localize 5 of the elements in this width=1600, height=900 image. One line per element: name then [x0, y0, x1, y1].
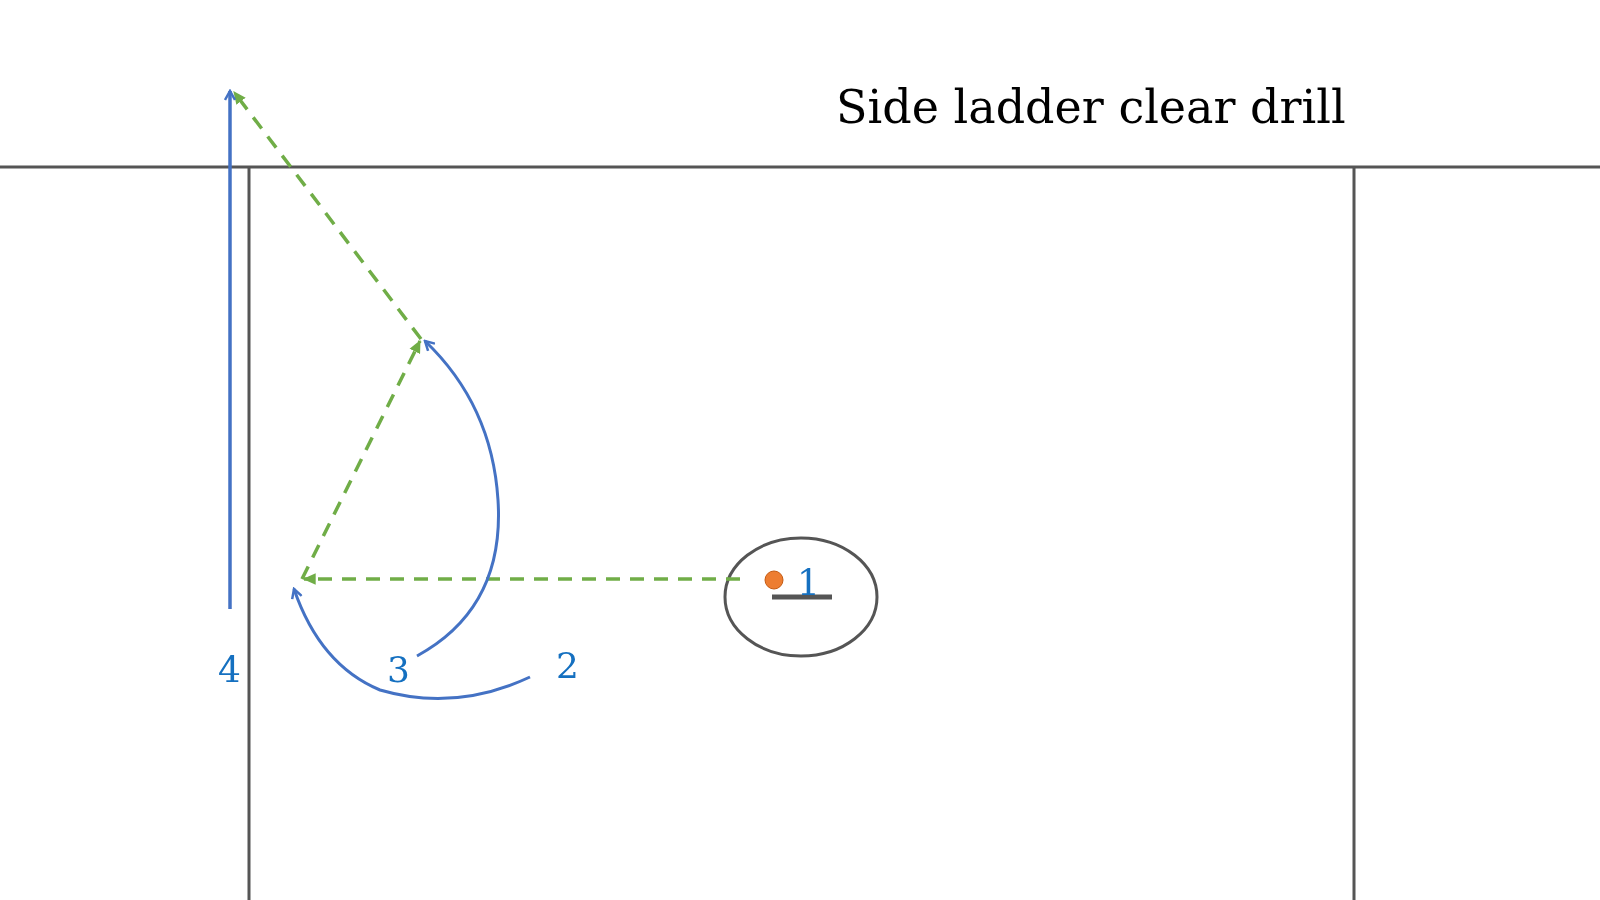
callout-number: 2	[556, 648, 579, 684]
callout-number: 1	[797, 565, 820, 601]
title: Side ladder clear drill	[836, 80, 1346, 134]
callout-number: 3	[387, 652, 410, 688]
callout-number: 4	[218, 652, 241, 688]
